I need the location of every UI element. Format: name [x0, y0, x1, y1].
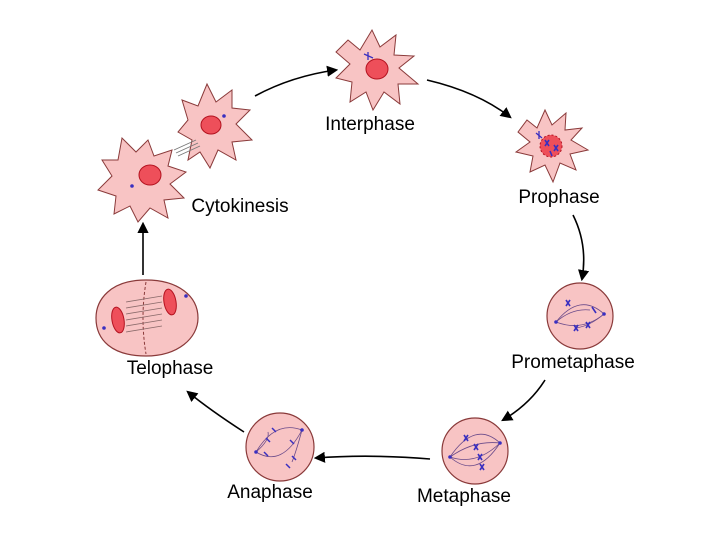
pole-left	[254, 450, 258, 454]
nucleus-left	[111, 306, 125, 334]
centrosome-upper	[222, 114, 226, 118]
metaphase-cell	[441, 417, 509, 485]
nucleus-lower	[138, 164, 162, 186]
centrosome	[363, 52, 374, 60]
arrow-metaphase-to-anaphase	[313, 451, 431, 463]
spindle-fibers	[555, 304, 605, 329]
prometaphase-cell	[546, 282, 614, 350]
arrow-anaphase-to-telophase	[186, 390, 245, 433]
cycle-arrows	[137, 65, 590, 463]
label-cytokinesis: Cytokinesis	[191, 196, 288, 217]
centrosome-right	[184, 294, 188, 298]
chromosomes	[565, 299, 597, 332]
label-prometaphase: Prometaphase	[511, 352, 635, 373]
chromosomes	[544, 139, 559, 157]
arrow-interphase-to-prophase	[426, 79, 512, 119]
spindle-fibers	[255, 427, 303, 463]
interphase-cell	[335, 28, 420, 112]
nucleus-right	[163, 288, 177, 316]
centrosome	[535, 131, 543, 139]
arrow-prometaphase-to-metaphase	[501, 379, 546, 422]
pole-left	[448, 455, 452, 459]
intercellular-bridge	[173, 139, 201, 157]
anaphase-cell	[245, 412, 315, 482]
pole-right	[602, 312, 606, 316]
separating-chromatids	[263, 427, 297, 469]
cleavage-furrow	[142, 281, 147, 355]
nucleus	[365, 58, 389, 80]
arrow-prophase-to-prometaphase	[572, 214, 590, 282]
pole-left	[554, 320, 558, 324]
telophase-cell	[95, 279, 199, 357]
arrow-cytokinesis-to-interphase	[254, 65, 339, 97]
centrosome-lower	[130, 184, 134, 188]
label-interphase: Interphase	[325, 114, 415, 135]
spindle-fibers	[449, 433, 501, 467]
pole-right	[498, 441, 502, 445]
cytokinesis-cells	[97, 82, 254, 223]
midbody-fibers	[125, 295, 163, 333]
centrosome-left	[102, 326, 106, 330]
label-prophase: Prophase	[518, 187, 599, 208]
prophase-cell	[514, 108, 590, 184]
label-metaphase: Metaphase	[417, 486, 511, 507]
label-telophase: Telophase	[127, 358, 214, 379]
pole-right	[300, 428, 304, 432]
chromosomes-on-plate	[463, 434, 485, 471]
label-anaphase: Anaphase	[227, 482, 313, 503]
nucleus-upper	[200, 115, 222, 135]
